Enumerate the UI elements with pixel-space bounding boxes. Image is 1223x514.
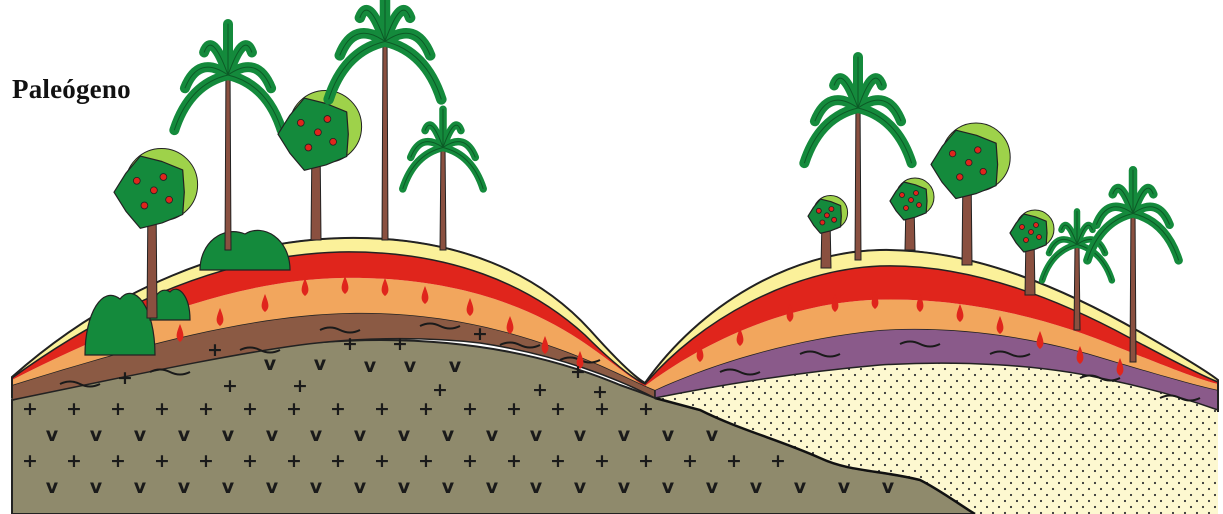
fruit-tree xyxy=(278,91,362,241)
plus-symbol: + xyxy=(550,398,566,420)
plus-symbol: + xyxy=(532,379,548,401)
plus-symbol: + xyxy=(198,398,214,420)
vee-symbol: v xyxy=(398,476,411,498)
plus-symbol: + xyxy=(472,323,488,345)
vee-symbol: v xyxy=(618,424,631,446)
plus-symbol: + xyxy=(638,450,654,472)
vee-symbol: v xyxy=(364,355,377,377)
vee-symbol: v xyxy=(398,424,411,446)
vee-symbol: v xyxy=(222,476,235,498)
plus-symbol: + xyxy=(242,398,258,420)
vee-symbol: v xyxy=(750,476,763,498)
palm-tree xyxy=(403,109,483,250)
vee-symbol: v xyxy=(530,476,543,498)
plus-symbol: + xyxy=(506,398,522,420)
vee-symbol: v xyxy=(486,424,499,446)
vee-symbol: v xyxy=(90,476,103,498)
vee-symbol: v xyxy=(264,353,277,375)
vee-symbol: v xyxy=(222,424,235,446)
plus-symbol: + xyxy=(22,398,38,420)
vee-symbol: v xyxy=(178,424,191,446)
plus-symbol: + xyxy=(286,398,302,420)
plus-symbol: + xyxy=(66,398,82,420)
plus-symbol: + xyxy=(154,398,170,420)
vee-symbol: v xyxy=(134,424,147,446)
plus-symbol: + xyxy=(432,379,448,401)
vee-symbol: v xyxy=(266,476,279,498)
vee-symbol: v xyxy=(310,424,323,446)
plus-symbol: + xyxy=(207,339,223,361)
vee-symbol: v xyxy=(46,476,59,498)
vee-symbol: v xyxy=(574,476,587,498)
plus-symbol: + xyxy=(462,450,478,472)
vee-symbol: v xyxy=(90,424,103,446)
vee-symbol: v xyxy=(706,424,719,446)
vee-symbol: v xyxy=(442,476,455,498)
plus-symbol: + xyxy=(682,450,698,472)
plus-symbol: + xyxy=(292,375,308,397)
plus-symbol: + xyxy=(110,398,126,420)
vee-symbol: v xyxy=(354,424,367,446)
plus-symbol: + xyxy=(418,450,434,472)
vee-symbol: v xyxy=(838,476,851,498)
plus-symbol: + xyxy=(330,398,346,420)
vee-symbol: v xyxy=(706,476,719,498)
plus-symbol: + xyxy=(770,450,786,472)
plus-symbol: + xyxy=(286,450,302,472)
vee-symbol: v xyxy=(134,476,147,498)
vee-symbol: v xyxy=(314,353,327,375)
plus-symbol: + xyxy=(330,450,346,472)
vee-symbol: v xyxy=(662,476,675,498)
plus-symbol: + xyxy=(342,333,358,355)
vee-symbol: v xyxy=(266,424,279,446)
plus-symbol: + xyxy=(117,367,133,389)
plus-symbol: + xyxy=(198,450,214,472)
plus-symbol: + xyxy=(550,450,566,472)
vee-symbol: v xyxy=(574,424,587,446)
vee-symbol: v xyxy=(449,355,462,377)
vee-symbol: v xyxy=(794,476,807,498)
plus-symbol: + xyxy=(392,333,408,355)
fruit-tree xyxy=(890,178,934,250)
plus-symbol: + xyxy=(594,450,610,472)
plus-symbol: + xyxy=(592,381,608,403)
plus-symbol: + xyxy=(374,398,390,420)
vee-symbol: v xyxy=(530,424,543,446)
vee-symbol: v xyxy=(882,476,895,498)
plus-symbol: + xyxy=(242,450,258,472)
vee-symbol: v xyxy=(354,476,367,498)
plus-symbol: + xyxy=(418,398,434,420)
vee-symbol: v xyxy=(662,424,675,446)
plus-symbol: + xyxy=(570,361,586,383)
vee-symbol: v xyxy=(178,476,191,498)
vee-symbol: v xyxy=(486,476,499,498)
vee-symbol: v xyxy=(404,355,417,377)
vee-symbol: v xyxy=(310,476,323,498)
plus-symbol: + xyxy=(374,450,390,472)
plus-symbol: + xyxy=(726,450,742,472)
vee-symbol: v xyxy=(46,424,59,446)
vee-symbol: v xyxy=(442,424,455,446)
fruit-tree xyxy=(931,123,1010,265)
plus-symbol: + xyxy=(154,450,170,472)
plus-symbol: + xyxy=(638,398,654,420)
palm-tree xyxy=(174,24,281,250)
plus-symbol: + xyxy=(110,450,126,472)
plus-symbol: + xyxy=(22,450,38,472)
plus-symbol: + xyxy=(66,450,82,472)
shrub xyxy=(200,230,290,270)
plus-symbol: + xyxy=(222,375,238,397)
vee-symbol: v xyxy=(618,476,631,498)
plus-symbol: + xyxy=(462,398,478,420)
plus-symbol: + xyxy=(506,450,522,472)
